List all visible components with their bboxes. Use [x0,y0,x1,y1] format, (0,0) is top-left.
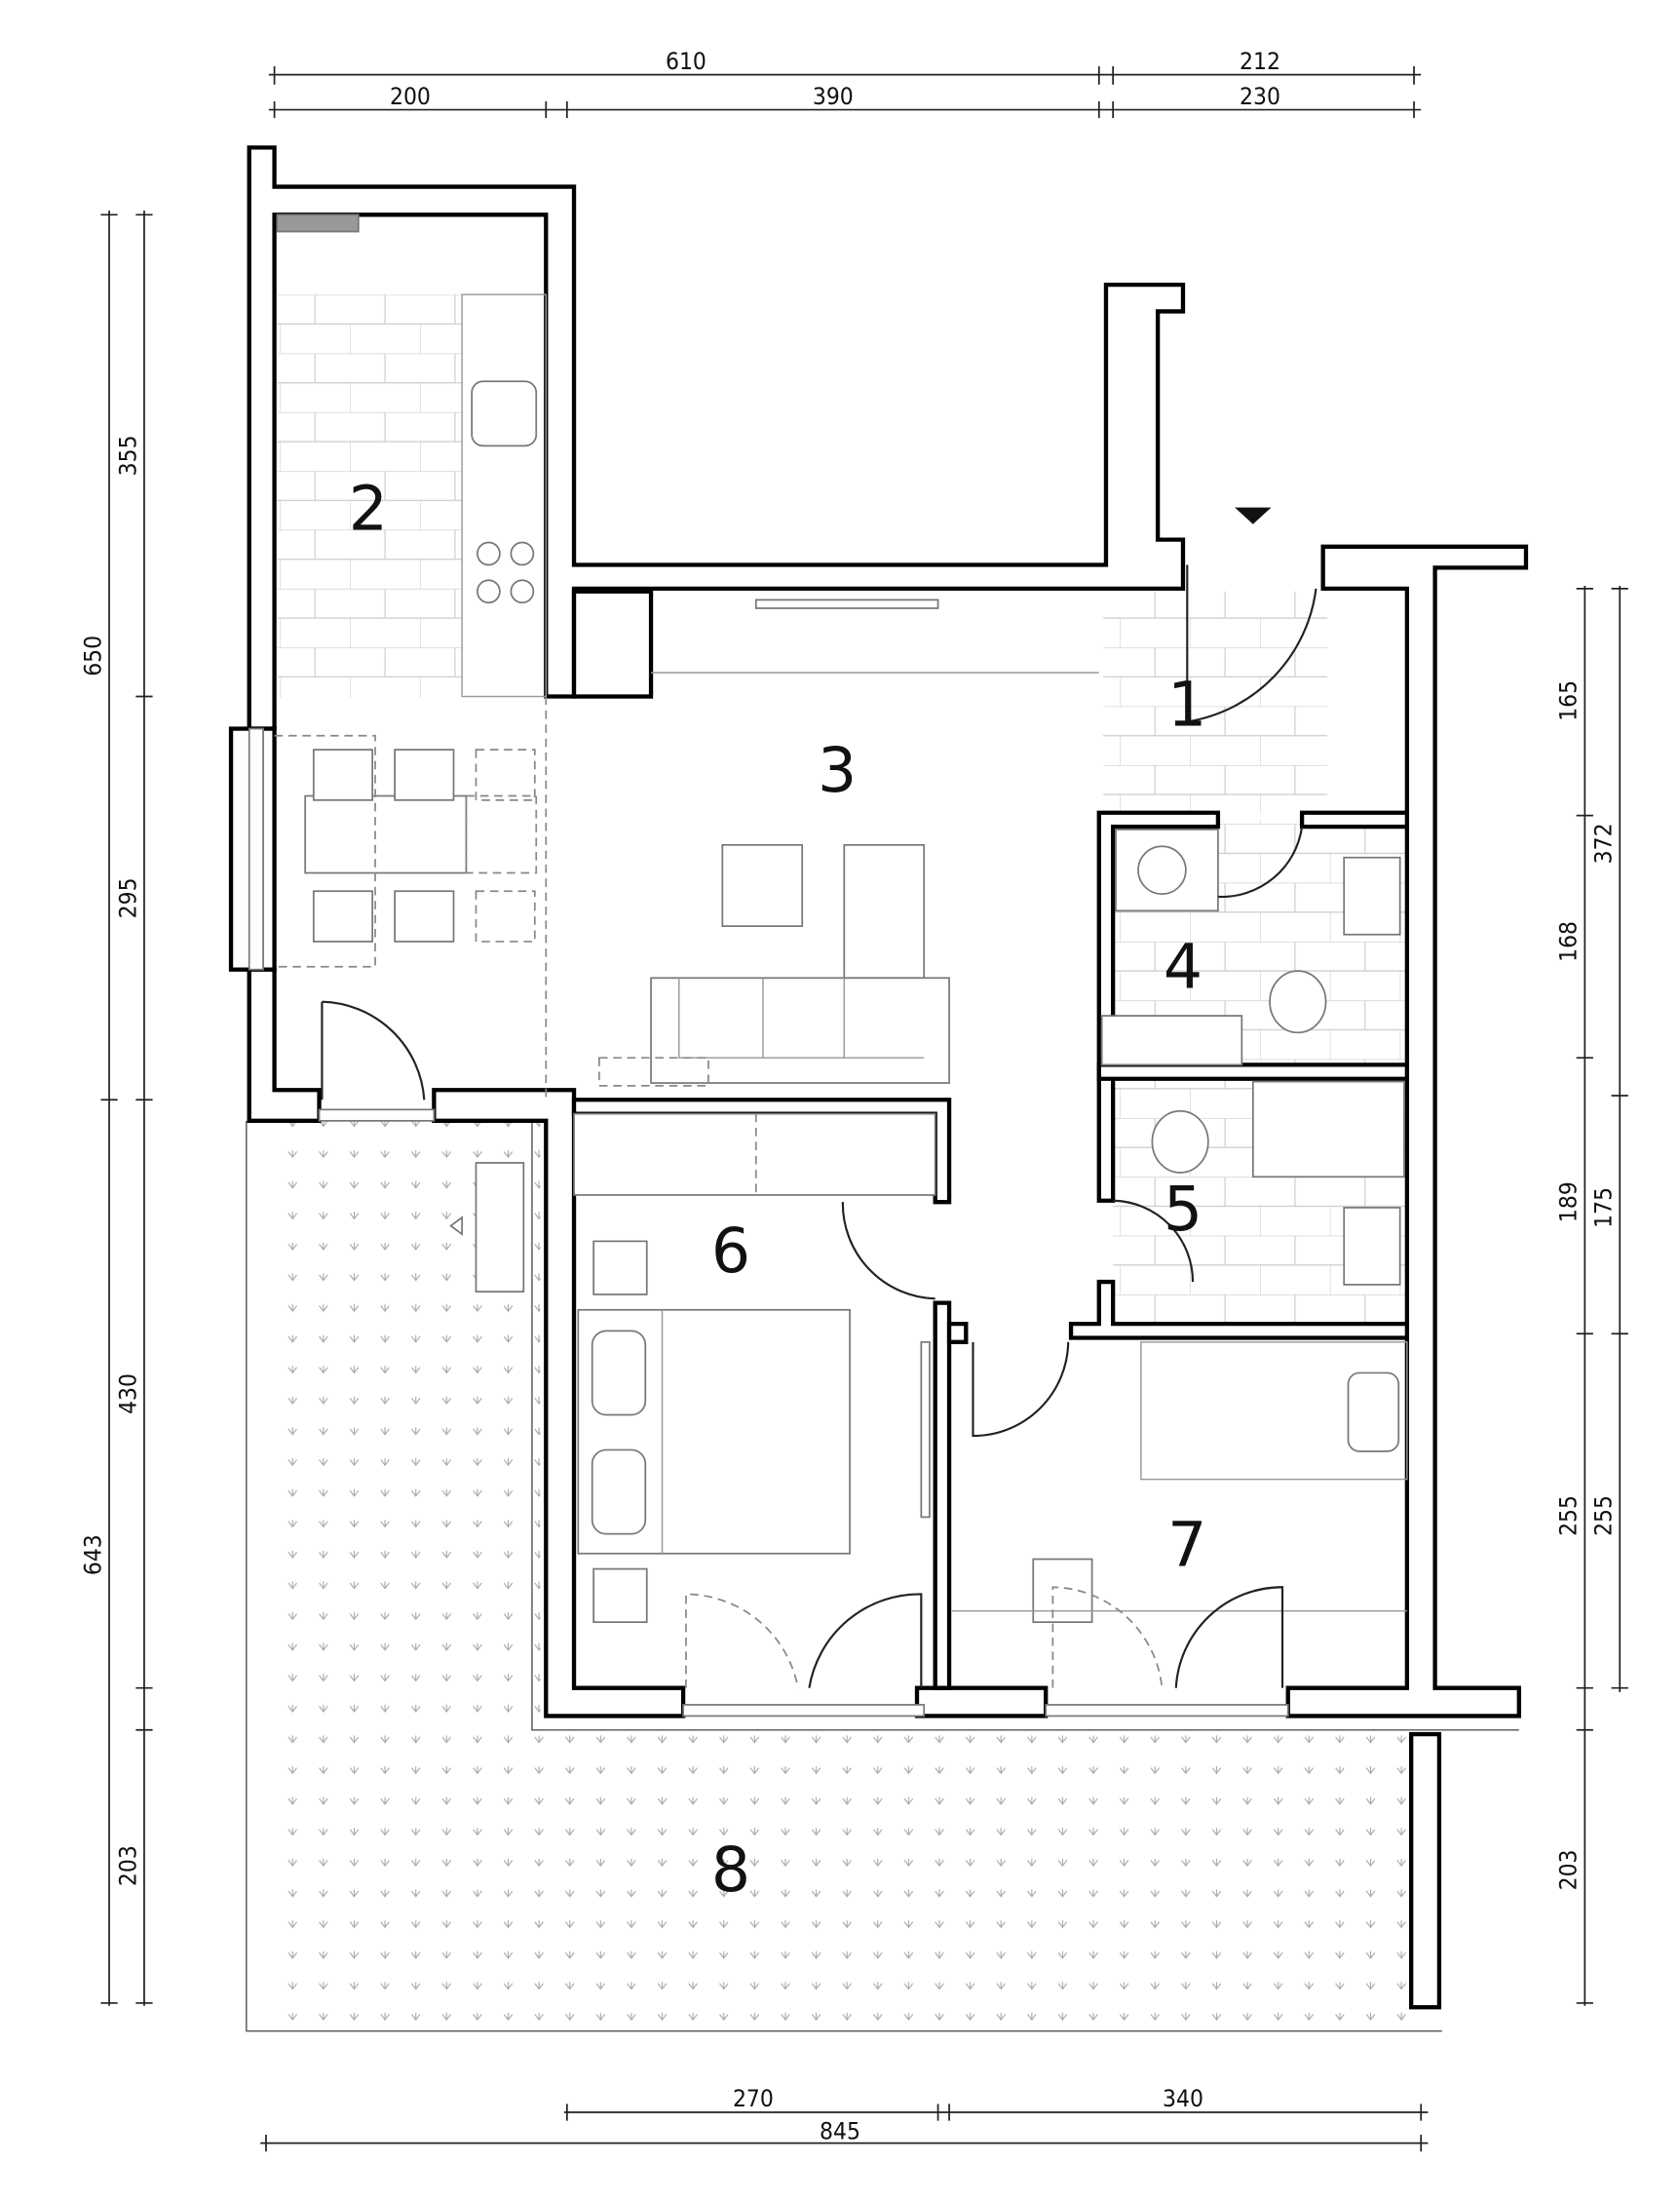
dimension-lines [100,66,1628,2152]
room-label-7: 7 [1167,1509,1206,1581]
room-label-1: 1 [1167,669,1206,741]
dim-right-255b: 255 [1589,1495,1618,1536]
room-label-5: 5 [1164,1173,1203,1245]
dim-top-230: 230 [1240,82,1280,110]
dim-right-168: 168 [1554,921,1583,962]
kitchen-furniture [274,213,548,1100]
room-label-4: 4 [1164,930,1203,1002]
room-labels: 1 2 3 4 5 6 7 8 [349,473,1207,1906]
kitchen-tiles [277,294,463,698]
bathroom-fixtures [1100,829,1405,1286]
dim-left-643: 643 [78,1534,106,1575]
living-furniture [573,599,1099,1196]
dim-right-255a: 255 [1554,1495,1583,1536]
dim-right-203: 203 [1554,1849,1583,1890]
room-label-6: 6 [711,1215,750,1287]
hall-tiles [1103,591,1327,813]
room-label-3: 3 [818,734,857,806]
dim-top-610: 610 [666,47,706,75]
doors [321,507,1317,1688]
dim-top-212: 212 [1240,47,1280,75]
dim-left-430: 430 [113,1373,141,1414]
dim-right-165: 165 [1554,680,1583,721]
dim-top-390: 390 [813,82,854,110]
terrace [246,1120,1519,2032]
dimension-labels: 610 212 200 390 230 650 643 355 295 430 … [78,47,1617,2144]
dim-right-175: 175 [1589,1187,1618,1228]
dim-right-189: 189 [1554,1181,1583,1222]
dim-left-203: 203 [113,1845,141,1886]
room-label-2: 2 [349,473,388,545]
room-label-8: 8 [711,1834,750,1906]
walls [228,145,1529,1718]
dim-bottom-270: 270 [733,2084,774,2112]
dim-left-650: 650 [78,636,106,676]
dim-top-200: 200 [390,82,431,110]
entrance-arrow-icon [1235,507,1272,524]
dim-bottom-340: 340 [1163,2084,1203,2112]
dim-left-355: 355 [113,435,141,476]
dim-bottom-845: 845 [820,2116,860,2144]
bedroom-furniture [577,1240,1408,1624]
dim-left-295: 295 [113,877,141,918]
windows [248,727,1289,1718]
dim-right-372: 372 [1589,823,1618,864]
